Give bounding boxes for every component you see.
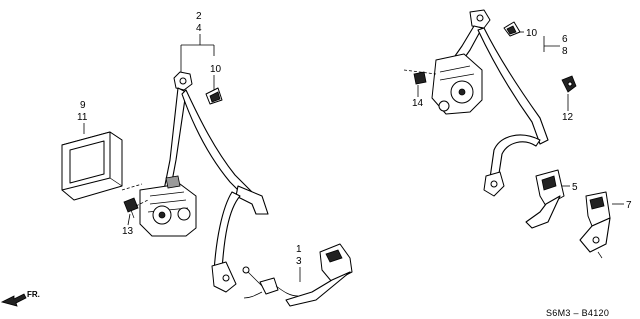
diagram-code: S6M3 – B4120: [546, 308, 609, 318]
callout-6: 6: [562, 34, 568, 45]
bolt-13-left: [123, 197, 139, 219]
front-direction-label: FR.: [27, 290, 40, 299]
callout-9: 9: [80, 100, 86, 111]
rear-buckle-5: [525, 169, 565, 229]
callout-14: 14: [412, 98, 424, 109]
callout-4: 4: [196, 23, 202, 34]
front-retractor: [139, 175, 197, 237]
front-belt-guide-loop: [235, 185, 269, 215]
callout-13: 13: [122, 226, 134, 237]
bolt-14: [413, 71, 427, 85]
callout-10-right: 10: [526, 28, 538, 39]
anchor-cover-cap-right: [503, 21, 521, 37]
bolt-14-leader-dashed: [403, 69, 437, 75]
front-lower-anchor-plate: [211, 261, 237, 293]
front-lower-strap: [213, 191, 241, 273]
callout-1: 1: [296, 244, 302, 255]
belt-guide-clip-12: [561, 75, 577, 93]
rear-seat-belt-upper-anchor: [469, 9, 491, 29]
front-direction-arrow: [0, 293, 27, 307]
callout-13-leader: [127, 213, 131, 226]
bolt-13-leader-dashed: [135, 199, 149, 207]
callout-bracket-6-8: [543, 36, 560, 52]
rear-retractor: [431, 53, 483, 115]
retractor-trim-cover: [61, 131, 123, 201]
rear-shoulder-strap: [477, 27, 549, 145]
callout-3: 3: [296, 256, 302, 267]
front-buckle-assembly: [242, 243, 353, 307]
callout-2: 2: [196, 11, 202, 22]
callout-8: 8: [562, 46, 568, 57]
front-lap-strap: [181, 89, 253, 199]
callout-5: 5: [572, 182, 578, 193]
callout-11: 11: [77, 112, 88, 123]
anchor-cover-cap-left: [205, 87, 223, 105]
callout-7: 7: [626, 200, 632, 211]
callout-10-left: 10: [210, 64, 222, 75]
retractor-trim-cover-leader: [121, 183, 143, 191]
callout-bracket-2-4: [180, 34, 215, 72]
front-seat-belt-upper-anchor: [173, 71, 193, 91]
rear-buckle-7: [579, 191, 611, 259]
callout-12: 12: [562, 112, 574, 123]
rear-lower-anchor: [483, 171, 505, 197]
